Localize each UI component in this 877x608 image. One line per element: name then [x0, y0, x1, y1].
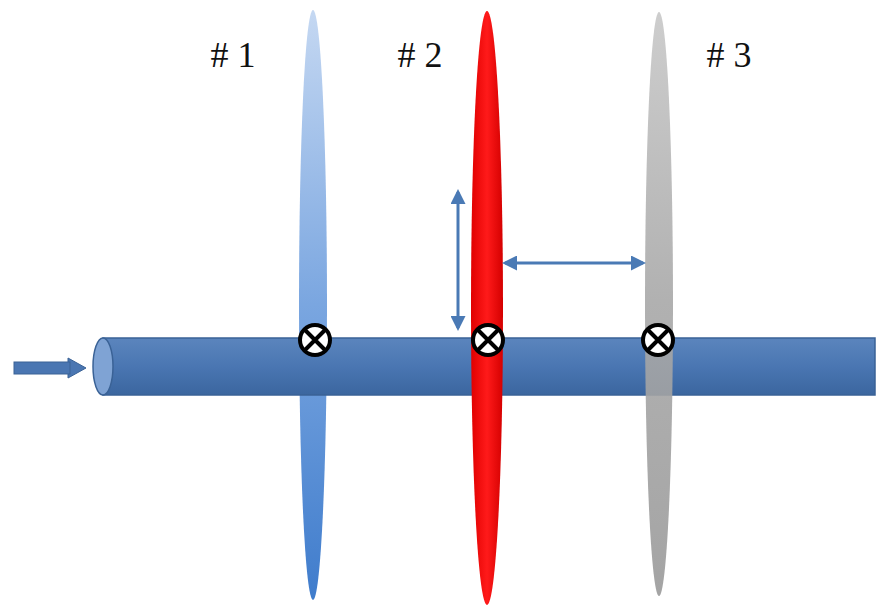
scan-arrow: [457, 192, 460, 328]
callout-number: # 2: [398, 37, 443, 73]
light-sheet: [471, 11, 503, 605]
crossing-mark: [300, 325, 673, 355]
callout-number: # 1: [211, 37, 256, 73]
flow-arrow: [14, 362, 70, 374]
light-sheet: [299, 10, 327, 600]
spacing-arrow: [505, 262, 643, 265]
light-sheet: [645, 12, 673, 596]
flow-arrow: [14, 358, 86, 378]
callout-number: # 3: [707, 37, 752, 73]
